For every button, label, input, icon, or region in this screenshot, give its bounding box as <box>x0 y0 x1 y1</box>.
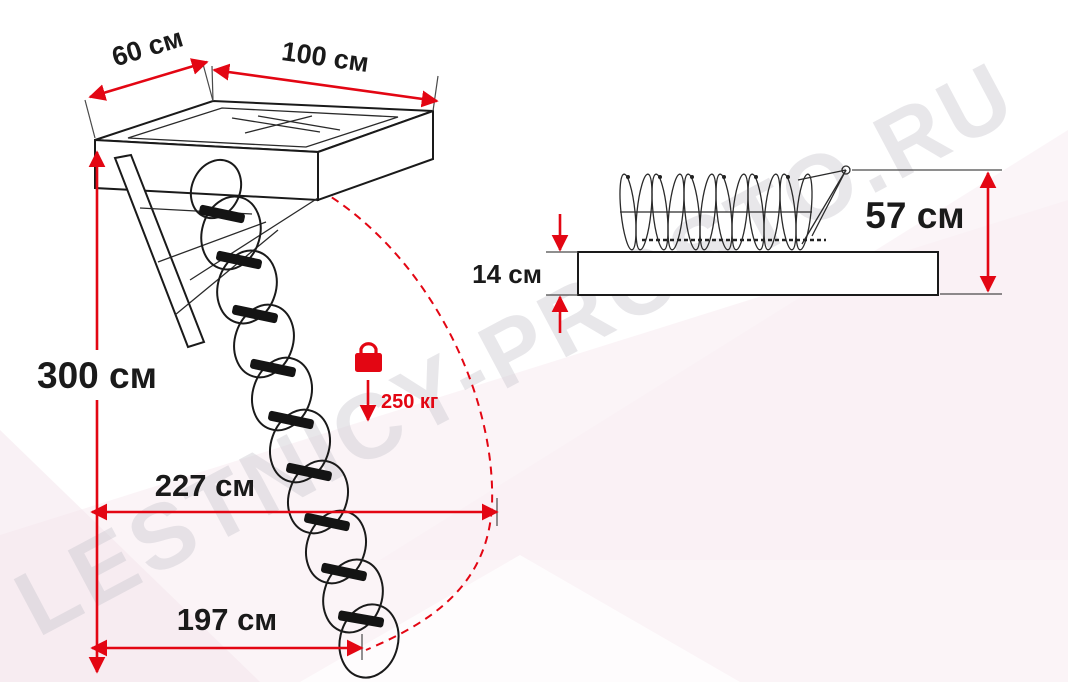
folded-link <box>635 173 653 251</box>
ladder-link <box>200 195 262 271</box>
dim-height-label: 300 см <box>37 355 157 396</box>
folded-link <box>667 173 685 251</box>
folded-link <box>619 173 637 251</box>
ladder-step <box>321 562 367 582</box>
dim-width-100: 100 см <box>211 36 439 112</box>
folded-link <box>715 173 733 251</box>
open-ladder-view <box>94 99 494 679</box>
pivot-dot <box>786 175 790 179</box>
folded-link <box>747 173 765 251</box>
lid-panel <box>113 153 206 349</box>
hatch-opening <box>127 107 399 148</box>
folded-pivot <box>841 165 851 175</box>
background-triangle-right <box>380 130 1068 560</box>
ladder-step <box>199 204 245 224</box>
background-shapes <box>0 130 1068 682</box>
pivot-dot <box>722 175 726 179</box>
dim-folded-57: 57 см <box>852 169 1002 295</box>
background-notch <box>300 555 740 682</box>
dim-height-300: 300 см <box>26 150 170 674</box>
folded-arm <box>797 169 847 181</box>
ladder-step <box>250 358 296 378</box>
weight-icon <box>355 342 382 372</box>
ladder-step <box>216 250 262 270</box>
ladder-step <box>268 410 314 430</box>
swing-path <box>319 189 494 651</box>
dim-width-label: 100 см <box>280 36 371 78</box>
ladder-step <box>286 462 332 482</box>
weight-handle <box>359 342 378 354</box>
dimension-arrow <box>212 63 439 108</box>
folded-ladder-view <box>577 165 939 296</box>
folded-link <box>731 173 749 251</box>
extension-line <box>202 63 214 102</box>
dim-thickness-label: 14 см <box>472 259 542 289</box>
folded-link <box>699 173 717 251</box>
dim-thickness-14: 14 см <box>472 214 578 333</box>
scissor-detail-line <box>257 115 341 131</box>
hatch-side-face <box>317 109 434 202</box>
folded-arm <box>811 169 847 237</box>
load-label: 250 кг <box>381 391 438 413</box>
dimension-arrow <box>88 58 209 101</box>
extension-line <box>84 99 96 139</box>
ladder-link <box>269 408 331 484</box>
folded-link <box>795 173 813 251</box>
folded-link <box>651 173 669 251</box>
pivot-dot <box>658 175 662 179</box>
label-backplate <box>26 352 170 398</box>
ladder-link <box>338 603 400 679</box>
dim-folded-label: 57 см <box>865 195 964 236</box>
ladder-link <box>251 356 313 432</box>
extension-line <box>432 75 439 112</box>
dim-reach-227: 227 см <box>90 468 499 526</box>
folded-link <box>763 173 781 251</box>
lid-strut <box>174 229 279 316</box>
folded-link <box>779 173 797 251</box>
ladder-link <box>233 303 295 379</box>
ladder-step <box>337 610 385 628</box>
ladder-link <box>189 158 243 220</box>
lid-strut <box>157 221 267 263</box>
weight-body <box>355 353 382 372</box>
folded-arm <box>801 169 847 245</box>
dim-floor-label: 197 см <box>177 602 278 637</box>
pivot-dot <box>626 175 630 179</box>
folded-scissor <box>619 165 851 251</box>
ladder-link <box>216 249 278 325</box>
background-triangle-left <box>0 430 260 682</box>
folded-link <box>683 173 701 251</box>
scissor-detail-line <box>244 115 313 134</box>
scissor-ladder <box>189 158 400 679</box>
load-capacity: 250 кг <box>355 342 438 422</box>
hatch-lid <box>113 153 319 349</box>
lid-strut <box>189 197 319 281</box>
pivot-dot <box>690 175 694 179</box>
pivot-dot <box>754 175 758 179</box>
ladder-step <box>232 304 278 324</box>
dim-reach-label: 227 см <box>155 468 256 503</box>
dim-depth-label: 60 см <box>108 22 186 72</box>
folded-plank <box>577 251 939 296</box>
hatch-box <box>94 99 434 202</box>
dim-floor-197: 197 см <box>90 602 364 660</box>
